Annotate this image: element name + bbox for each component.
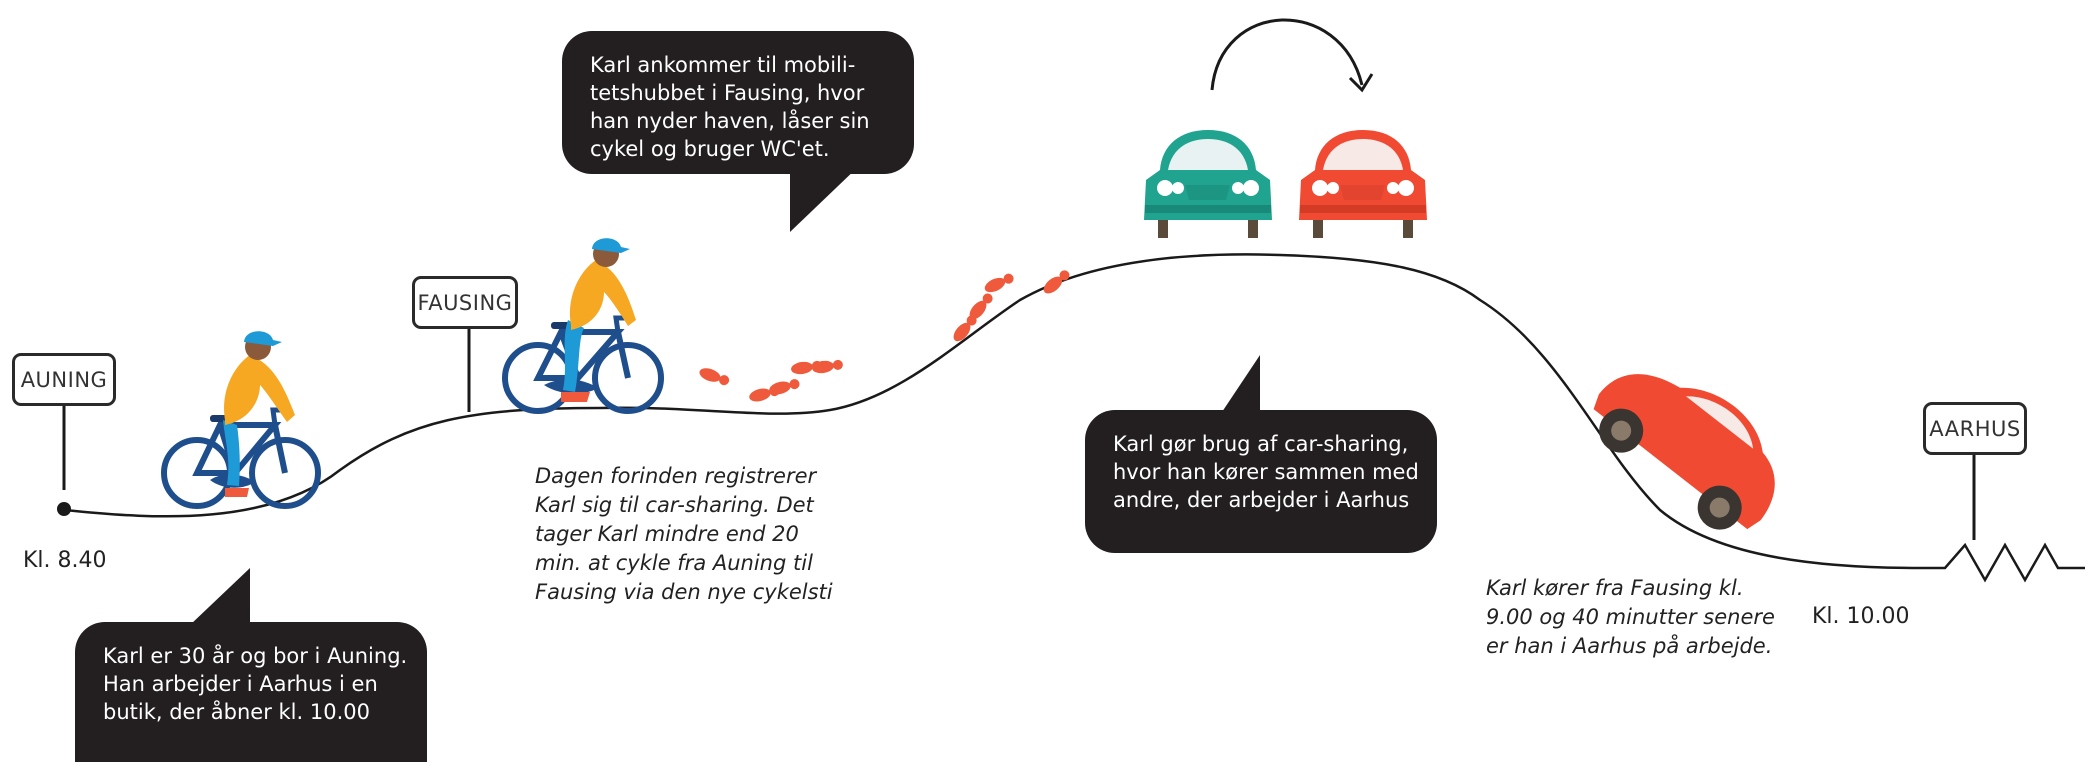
bubble-carsharing-line: Karl gør brug af car-sharing,: [1113, 432, 1409, 456]
time-end: Kl. 10.00: [1812, 604, 1910, 629]
zigzag-icon: [1920, 542, 2085, 583]
note-registration-line: Karl sig til car-sharing. Det: [535, 493, 814, 517]
bubble-intro-line: Han arbejder i Aarhus i en: [103, 672, 378, 696]
note-registration-line: Fausing via den nye cykelsti: [535, 580, 833, 604]
time-start: Kl. 8.40: [23, 548, 107, 573]
sign-aarhus: AARHUS: [1923, 402, 2027, 455]
start-dot: [57, 502, 71, 516]
note-registration-line: Dagen forinden registrerer: [535, 464, 817, 488]
bubble-intro-line: Karl er 30 år og bor i Auning.: [103, 644, 408, 668]
car-icon: [1144, 130, 1272, 238]
note-registration-line: min. at cykle fra Auning til: [535, 551, 813, 575]
bubble-hub-line: han nyder haven, låser sin: [590, 109, 870, 133]
note-registration-line: tager Karl mindre end 20: [535, 522, 799, 546]
note-drive-line: Karl kører fra Fausing kl.: [1486, 576, 1744, 600]
swap-arrow-icon: [1210, 18, 1374, 93]
note-drive-line: er han i Aarhus på arbejde.: [1486, 634, 1773, 658]
bubble-hub-line: Karl ankommer til mobili-: [590, 53, 856, 77]
bubble-carsharing-line: hvor han kører sammen med: [1113, 460, 1419, 484]
bubble-hub-line: tetshubbet i Fausing, hvor: [590, 81, 865, 105]
bubble-hub-line: cykel og bruger WC'et.: [590, 137, 830, 161]
sign-fausing: FAUSING: [412, 276, 518, 329]
bubble-carsharing-line: andre, der arbejder i Aarhus: [1113, 488, 1410, 512]
car-icon: [1299, 130, 1427, 238]
sign-auning: AUNING: [12, 353, 116, 406]
cyclist-icon: [161, 331, 321, 509]
note-registration: Dagen forinden registrerer Karl sig til …: [535, 462, 833, 607]
car-icon: [1593, 374, 1775, 530]
note-drive: Karl kører fra Fausing kl. 9.00 og 40 mi…: [1486, 574, 1775, 661]
cyclist-icon: [502, 238, 664, 414]
bubble-intro-line: butik, der åbner kl. 10.00: [103, 700, 370, 724]
note-drive-line: 9.00 og 40 minutter senere: [1486, 605, 1775, 629]
journey-path: [64, 253, 1921, 570]
